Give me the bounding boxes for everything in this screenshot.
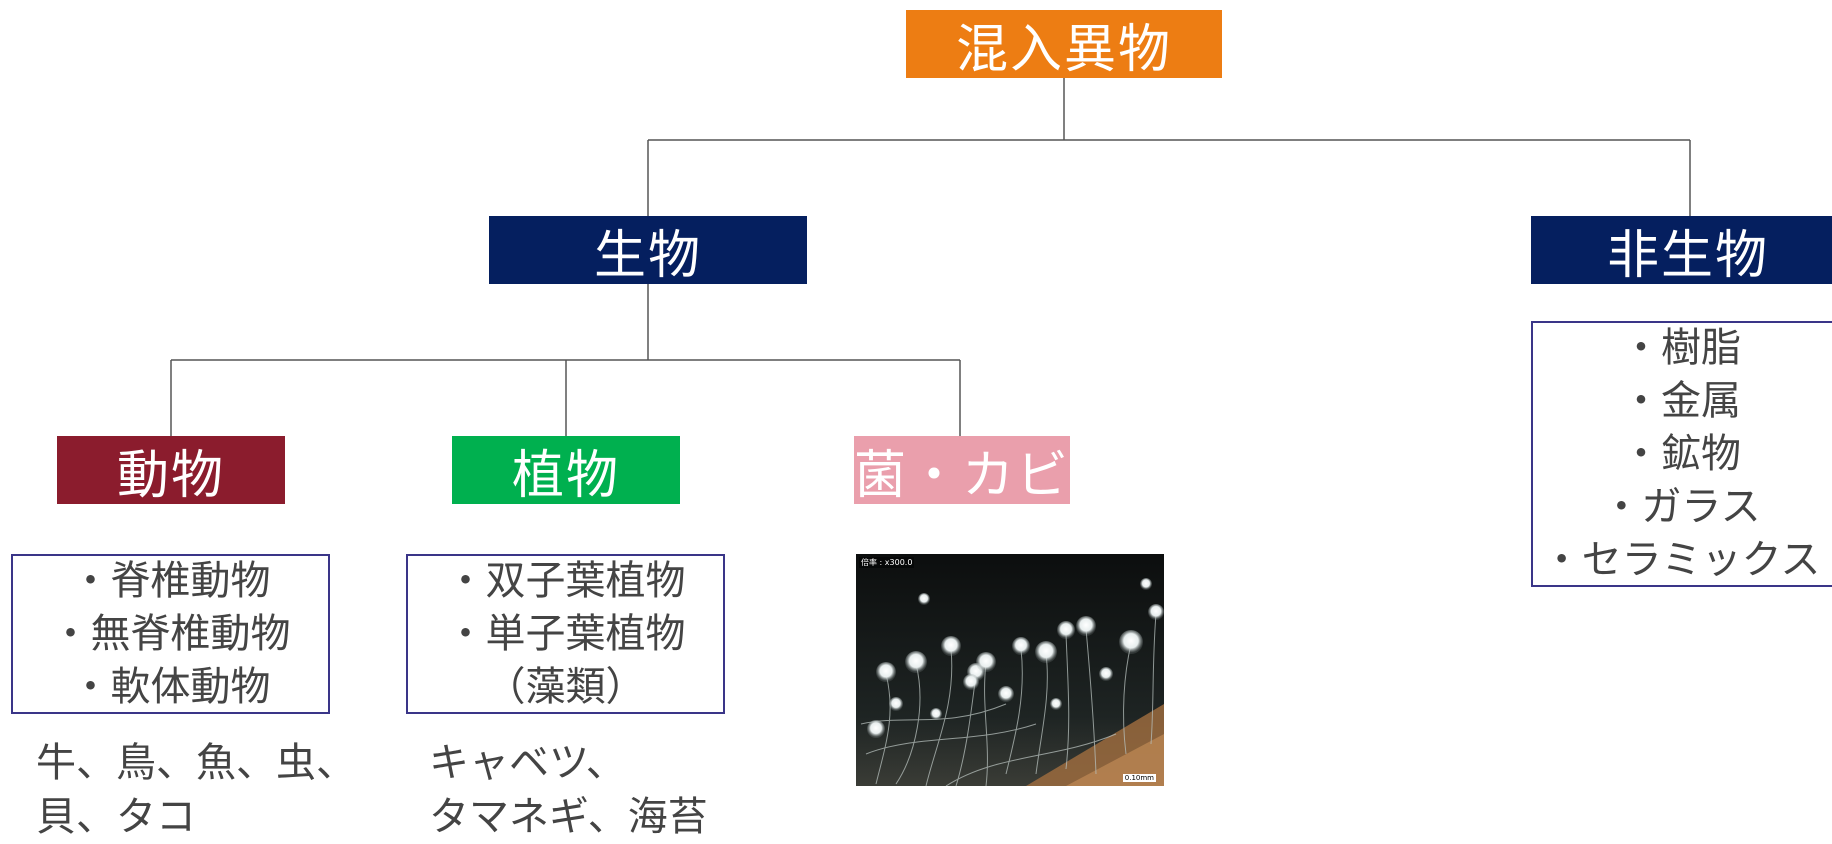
scale-bar-label: 0.10mm xyxy=(1122,774,1156,782)
biological-node: 生物 xyxy=(489,216,807,286)
non-biological-item: ・樹脂 xyxy=(1621,324,1741,371)
animal-item: ・脊椎動物 xyxy=(70,557,271,604)
animal-item: ・軟体動物 xyxy=(70,663,271,710)
biological-label: 生物 xyxy=(593,225,702,286)
non-biological-label: 非生物 xyxy=(1607,225,1770,286)
fungi-label: 菌・カビ xyxy=(854,445,1071,506)
plant-item: ・双子葉植物 xyxy=(445,557,686,604)
non-biological-items-box: ・樹脂 ・金属 ・鉱物 ・ガラス ・セラミックス xyxy=(1531,321,1832,587)
non-biological-item: ・セラミックス xyxy=(1541,536,1821,583)
non-biological-item: ・金属 xyxy=(1621,377,1741,424)
plant-example-line: キャベツ、 xyxy=(429,740,626,786)
animal-item: ・無脊椎動物 xyxy=(50,610,291,657)
plant-examples: キャベツ、 タマネギ、海苔 xyxy=(429,736,708,844)
plant-items-box: ・双子葉植物 ・単子葉植物 （藻類） xyxy=(406,554,725,714)
tree-connectors xyxy=(170,78,1691,436)
root-label: 混入異物 xyxy=(955,19,1172,80)
non-biological-node: 非生物 xyxy=(1531,216,1832,286)
animal-example-line: 牛、鳥、魚、虫、 xyxy=(36,740,356,786)
plant-item: ・単子葉植物 xyxy=(445,610,686,657)
plant-example-line: タマネギ、海苔 xyxy=(429,794,708,840)
non-biological-item: ・ガラス xyxy=(1601,483,1761,530)
plant-node: 植物 xyxy=(452,436,680,506)
animal-items-box: ・脊椎動物 ・無脊椎動物 ・軟体動物 xyxy=(11,554,330,714)
animal-label: 動物 xyxy=(116,445,225,506)
animal-examples: 牛、鳥、魚、虫、 貝、タコ xyxy=(36,736,356,844)
animal-node: 動物 xyxy=(57,436,285,506)
animal-example-line: 貝、タコ xyxy=(36,794,196,840)
fungi-node: 菌・カビ xyxy=(854,436,1070,506)
mold-micrograph: 倍率 : x300.0 0.10mm xyxy=(856,554,1164,786)
non-biological-item: ・鉱物 xyxy=(1621,430,1741,477)
root-node: 混入異物 xyxy=(906,10,1222,80)
mold-micrograph-image xyxy=(856,554,1164,786)
magnification-label: 倍率 : x300.0 xyxy=(859,557,915,568)
plant-label: 植物 xyxy=(511,445,620,506)
plant-item: （藻類） xyxy=(485,663,646,710)
